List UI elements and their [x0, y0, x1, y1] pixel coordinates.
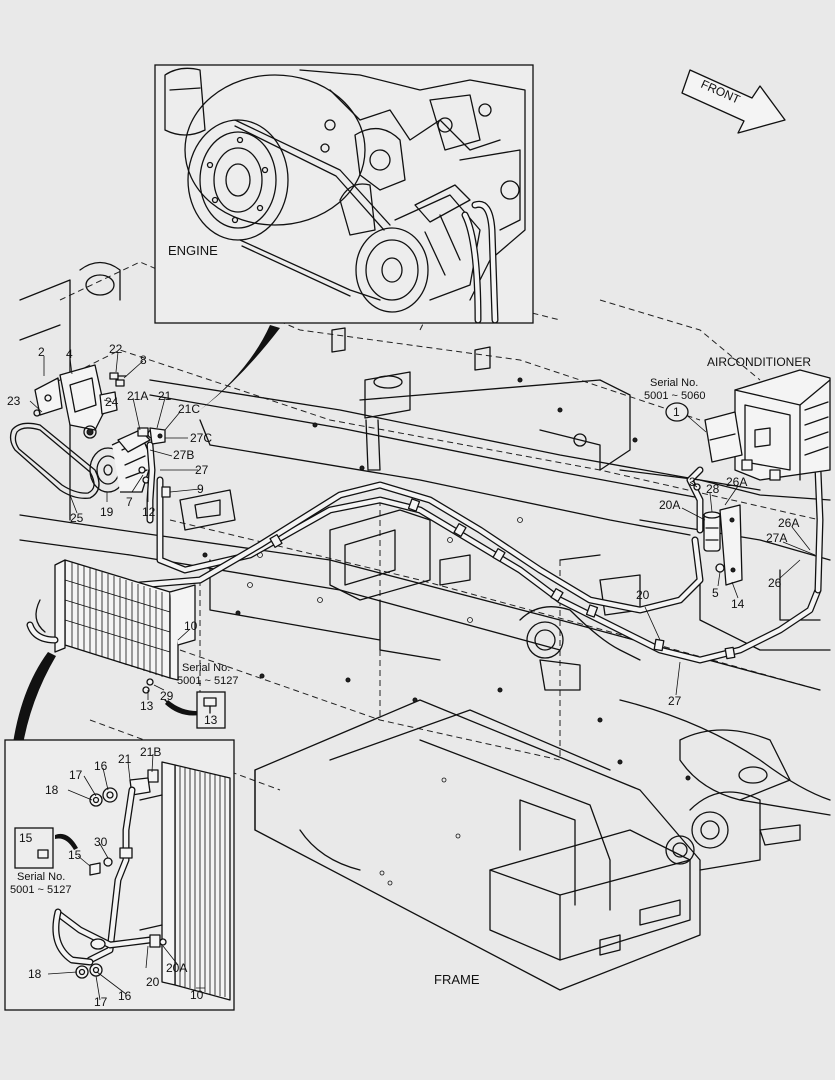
inset-callout-17: 17 — [69, 768, 83, 782]
inset-callout-21: 21 — [118, 752, 132, 766]
callout-19: 19 — [100, 505, 114, 519]
serial-range-ac: 5001 ~ 5060 — [644, 390, 705, 402]
callout-29: 29 — [160, 689, 174, 703]
callout-27-lower: 27 — [668, 694, 682, 708]
airconditioner-label: AIRCONDITIONER — [707, 355, 811, 369]
callout-labels: 2 4 22 8 23 24 21A 21 21C 27C 27B 27 9 7… — [7, 342, 799, 1009]
inset-callout-20a: 20A — [166, 961, 187, 975]
callout-1-bubble — [665, 402, 689, 422]
callout-4: 4 — [66, 347, 73, 361]
callout-7: 7 — [126, 495, 133, 509]
serial-range-frame: 5001 ~ 5127 — [177, 675, 238, 687]
hose-clamps — [269, 498, 736, 660]
callout-13: 13 — [140, 699, 154, 713]
callout-9: 9 — [197, 482, 204, 496]
inset-callout-30: 30 — [94, 835, 108, 849]
callout-8: 8 — [140, 353, 147, 367]
callout-5: 5 — [712, 586, 719, 600]
inset-callout-17b: 17 — [94, 995, 108, 1009]
callout-26: 26 — [768, 576, 782, 590]
callout-28: 28 — [706, 482, 720, 496]
callout-20: 20 — [636, 588, 650, 602]
airconditioner-unit: AIRCONDITIONER — [704, 355, 831, 481]
pulley-bolts — [206, 136, 269, 224]
inset-callout-18: 18 — [45, 783, 59, 797]
inset-callout-15: 15 — [68, 848, 82, 862]
inset-serial-label: Serial No. — [17, 871, 65, 883]
callout-21c: 21C — [178, 402, 200, 416]
callout-27c: 27C — [190, 431, 212, 445]
callout-25: 25 — [70, 511, 84, 525]
receiver-drier — [693, 483, 743, 586]
callout-22: 22 — [109, 342, 123, 356]
frame-bolts — [202, 377, 691, 781]
frame-label: FRAME — [434, 972, 480, 987]
callout-26a: 26A — [726, 475, 747, 489]
callout-leaders — [29, 351, 816, 1001]
inset-serial-range: 5001 ~ 5127 — [10, 884, 71, 896]
callout-2: 2 — [38, 345, 45, 359]
inset-condenser-fins — [179, 767, 226, 997]
inset-callout-10: 10 — [190, 988, 204, 1002]
front-arrow: FRONT — [681, 69, 786, 134]
callout-27a: 27A — [766, 531, 787, 545]
engine-inset: ENGINE — [154, 64, 534, 324]
condenser-fins — [64, 562, 171, 677]
callout-26a-2: 26A — [778, 516, 799, 530]
engine-label: ENGINE — [168, 243, 218, 258]
condenser-leader — [12, 652, 56, 750]
condenser-inset — [4, 739, 235, 1011]
inset-callout-21b: 21B — [140, 745, 161, 759]
inset-callout-16: 16 — [94, 759, 108, 773]
engine-leader — [200, 325, 280, 410]
callout-14: 14 — [731, 597, 745, 611]
serial-label-ac: Serial No. — [650, 377, 698, 389]
condenser-main — [26, 559, 196, 694]
inset-callout-20: 20 — [146, 975, 160, 989]
callout-1: 1 — [673, 405, 680, 419]
callout-21: 21 — [158, 389, 172, 403]
callout-20a: 20A — [659, 498, 680, 512]
serial-label-frame: Serial No. — [182, 662, 230, 674]
inset-callout-16b: 16 — [118, 989, 132, 1003]
serial-box-13 — [164, 691, 226, 729]
callout-3: 3 — [689, 475, 696, 489]
inset-callout-18b: 18 — [28, 967, 42, 981]
callout-10: 10 — [184, 619, 198, 633]
callout-23: 23 — [7, 394, 21, 408]
callout-24: 24 — [105, 395, 119, 409]
callout-27b: 27B — [173, 448, 194, 462]
inset-callout-15-box: 15 — [19, 831, 33, 845]
callout-21a: 21A — [127, 389, 148, 403]
callout-12: 12 — [142, 505, 156, 519]
callout-27: 27 — [195, 463, 209, 477]
callout-13-box: 13 — [204, 713, 218, 727]
